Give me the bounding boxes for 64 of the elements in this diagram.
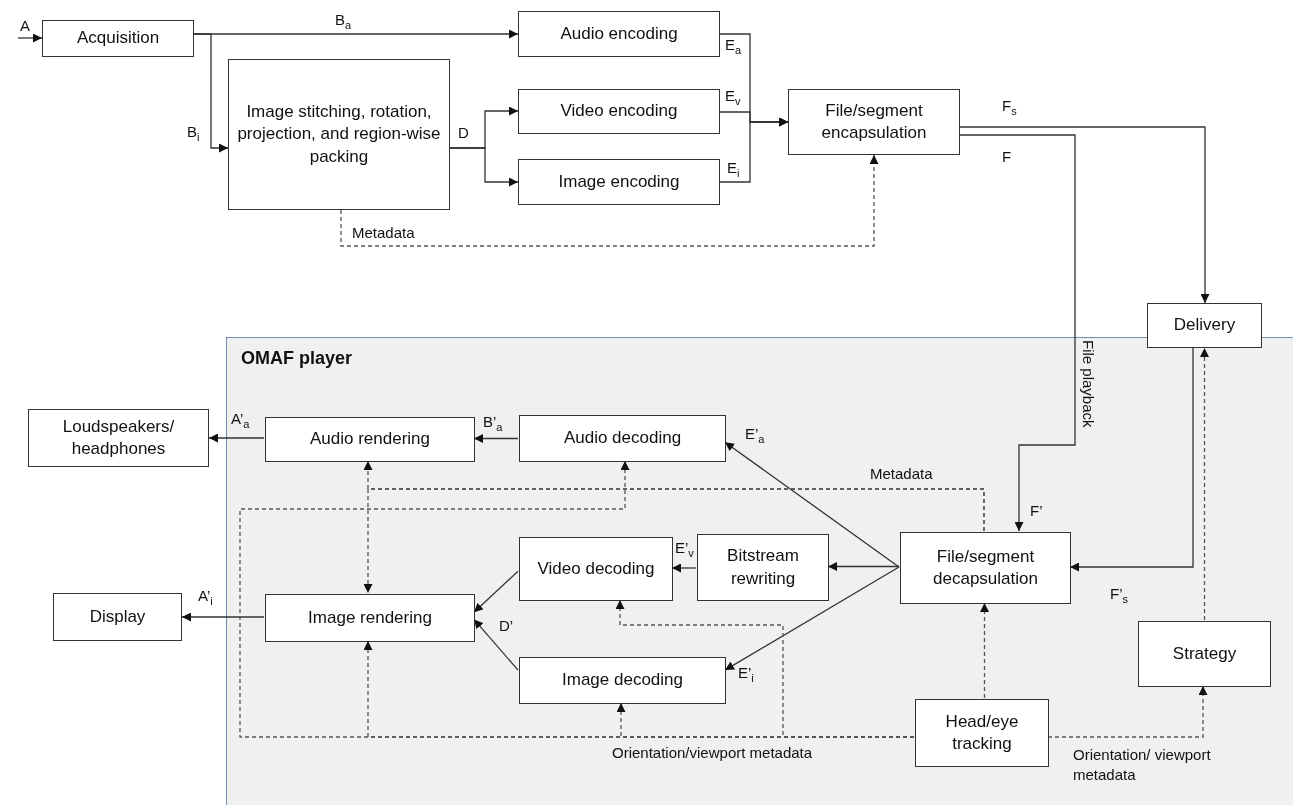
process-box: File/segment decapsulation [900,532,1071,604]
process-box: Delivery [1147,303,1262,348]
edge-label: E’$_{v}$ [675,540,694,560]
edge-label: D’ [499,618,514,635]
edge-label: B$_{i}$ [187,124,200,144]
process-box: Bitstream rewriting [697,534,829,601]
arrow [1069,347,1194,572]
edge-label: Metadata [870,466,933,483]
edge-label: E’$_{i}$ [738,665,754,685]
arrow [959,134,1076,532]
process-box: Image decoding [519,657,726,704]
process-box: Acquisition [42,20,194,57]
process-box: Image stitching, rotation, projection, and region-wise packing [228,59,450,210]
arrow [473,570,519,613]
edge-label: A’$_{a}$ [231,411,250,431]
process-box: Image rendering [265,594,475,642]
signal-label: F [1002,148,1012,165]
process-box: Video encoding [518,89,720,134]
arrow [181,612,265,622]
edge-label: B$_{a}$ [335,12,352,32]
edge-label: A [20,18,30,35]
process-box: File/segment encapsulation [788,89,960,155]
arrow [719,117,789,183]
edge-label: File playback [1079,340,1096,428]
edge-label: F’$_{s}$ [1110,586,1128,606]
dashed-arrow [1047,685,1208,738]
arrow [208,433,265,443]
edge-label: A’$_{i}$ [198,588,213,608]
process-box: Display [53,593,182,641]
edge-label: Orientation/ viewport metadata [1073,745,1212,784]
process-box: Audio rendering [265,417,475,462]
arrow [671,563,697,573]
arrow [827,562,900,571]
panel-heading: OMAF player [241,348,353,369]
arrow [473,618,519,671]
process-box: Audio decoding [519,415,726,462]
process-box: Image encoding [518,159,720,205]
process-box: Video decoding [519,537,673,601]
edge-label: E$_{a}$ [725,37,742,57]
player-panel [226,337,1293,805]
signal-label: F’ [1030,502,1043,519]
process-box: Head/eye tracking [915,699,1049,767]
dashed-arrow [340,154,879,247]
arrow [17,33,43,43]
dashed-arrow [980,602,989,699]
arrow [193,33,229,153]
edge-label: E$_{v}$ [725,88,741,108]
arrow [449,147,519,187]
edge-label: D [458,125,469,142]
process-box: Audio encoding [518,11,720,57]
dashed-arrow [1200,347,1209,621]
edge-label: Metadata [352,225,415,242]
dashed-arrow [363,488,985,594]
arrow [724,441,900,568]
edge-label: B’$_{a}$ [483,414,503,434]
edge-label: F$_{s}$ [1002,98,1017,118]
edge-label: Orientation/viewport metadata [612,745,813,762]
arrow [473,434,519,443]
edge-label: E$_{i}$ [727,160,740,180]
edge-label: E’$_{a}$ [745,426,765,446]
arrow [959,126,1210,304]
arrow [724,566,900,671]
process-box: Loudspeakers/ headphones [28,409,209,467]
process-box: Strategy [1138,621,1271,687]
